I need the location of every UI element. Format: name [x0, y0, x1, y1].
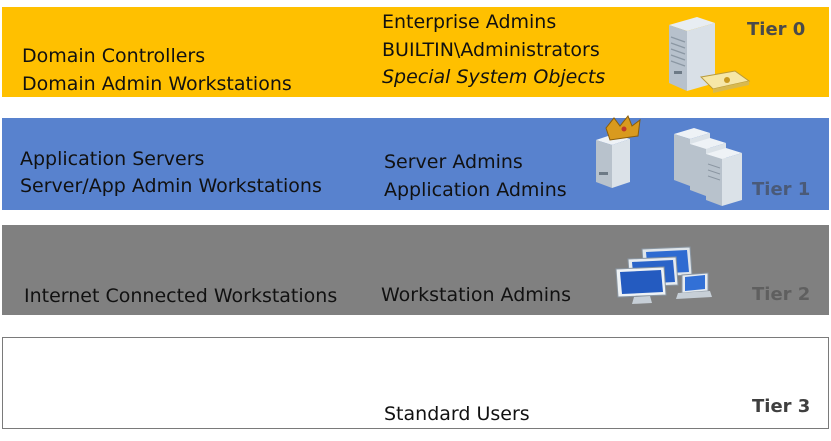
domain-controller-server-icon	[669, 17, 751, 93]
tier-1-label: Tier 1	[752, 179, 811, 200]
workstations-icon	[615, 246, 712, 304]
tier-1-system-application-servers: Application Servers	[20, 148, 205, 170]
tier-2-system-internet-connected-workstations: Internet Connected Workstations	[24, 285, 338, 307]
tier-1-admin-server-admins: Server Admins	[384, 151, 523, 173]
tier-1-band: Application Servers Server/App Admin Wor…	[2, 115, 829, 210]
tier-3-admin-standard-users: Standard Users	[384, 403, 530, 425]
tier-0-system-domain-admin-workstations: Domain Admin Workstations	[22, 73, 292, 95]
tier-3-label: Tier 3	[752, 396, 811, 417]
tier-0-band: Domain Controllers Domain Admin Workstat…	[2, 7, 829, 97]
application-servers-icon	[596, 115, 742, 206]
tier-0-label: Tier 0	[747, 19, 806, 40]
tier-2-label: Tier 2	[752, 284, 811, 305]
tier-0-admin-special-system-objects: Special System Objects	[382, 66, 606, 88]
tier-2-band: Internet Connected Workstations Workstat…	[2, 225, 829, 315]
tier-0-system-domain-controllers: Domain Controllers	[22, 45, 206, 67]
tier-1-admin-application-admins: Application Admins	[384, 179, 567, 201]
tier-3-band: Standard Users Tier 3	[2, 337, 829, 429]
tier-0-admin-builtin-administrators: BUILTIN\Administrators	[382, 39, 600, 61]
tier-1-system-server-app-admin-workstations: Server/App Admin Workstations	[20, 175, 322, 197]
tier-2-admin-workstation-admins: Workstation Admins	[381, 284, 571, 306]
tier-0-admin-enterprise-admins: Enterprise Admins	[382, 11, 557, 33]
